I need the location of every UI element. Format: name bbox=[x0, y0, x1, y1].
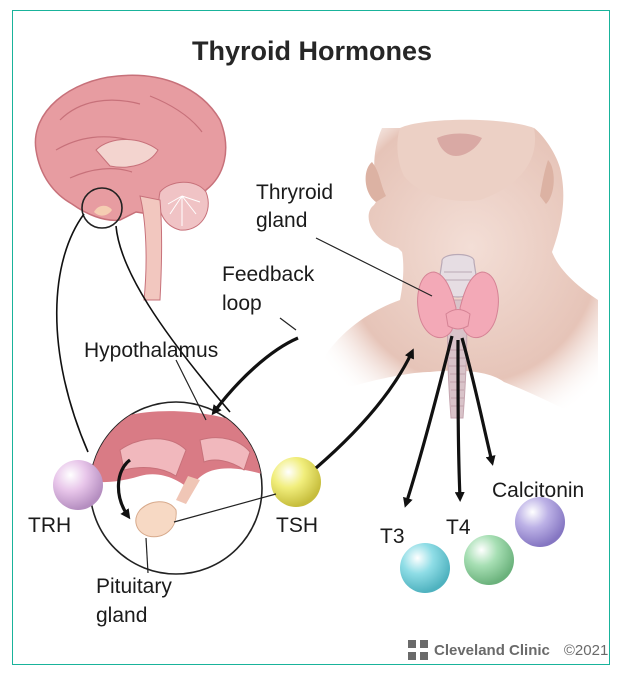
label-tsh: TSH bbox=[276, 513, 318, 538]
cleveland-clinic-logo-icon bbox=[408, 640, 428, 660]
label-feedback-line1: Feedback bbox=[222, 262, 314, 287]
thyroid-isthmus bbox=[446, 310, 470, 330]
brand-name: Cleveland Clinic bbox=[434, 642, 550, 659]
label-pituitary-line2: gland bbox=[96, 603, 147, 628]
t3-sphere bbox=[400, 543, 450, 593]
tsh-sphere bbox=[271, 457, 321, 507]
label-t4: T4 bbox=[446, 515, 471, 540]
label-pituitary-line1: Pituitary bbox=[96, 574, 172, 599]
brand-footer: Cleveland Clinic ©2021 bbox=[408, 640, 608, 660]
feedback-loop-arrow bbox=[214, 338, 298, 412]
label-trh: TRH bbox=[28, 513, 71, 538]
label-t3: T3 bbox=[380, 524, 405, 549]
label-thyroid-line1: Thryroid bbox=[256, 180, 333, 205]
hypothalamus-zoom-circle bbox=[90, 402, 262, 574]
page-title: Thyroid Hormones bbox=[0, 36, 624, 67]
trh-sphere bbox=[53, 460, 103, 510]
brain-illustration bbox=[35, 75, 225, 300]
label-calcitonin: Calcitonin bbox=[492, 478, 584, 503]
label-thyroid-line2: gland bbox=[256, 208, 307, 233]
copyright: ©2021 bbox=[564, 642, 608, 659]
label-feedback-line2: loop bbox=[222, 291, 262, 316]
label-hypothalamus: Hypothalamus bbox=[84, 338, 218, 363]
t4-sphere bbox=[464, 535, 514, 585]
calcitonin-sphere bbox=[515, 497, 565, 547]
